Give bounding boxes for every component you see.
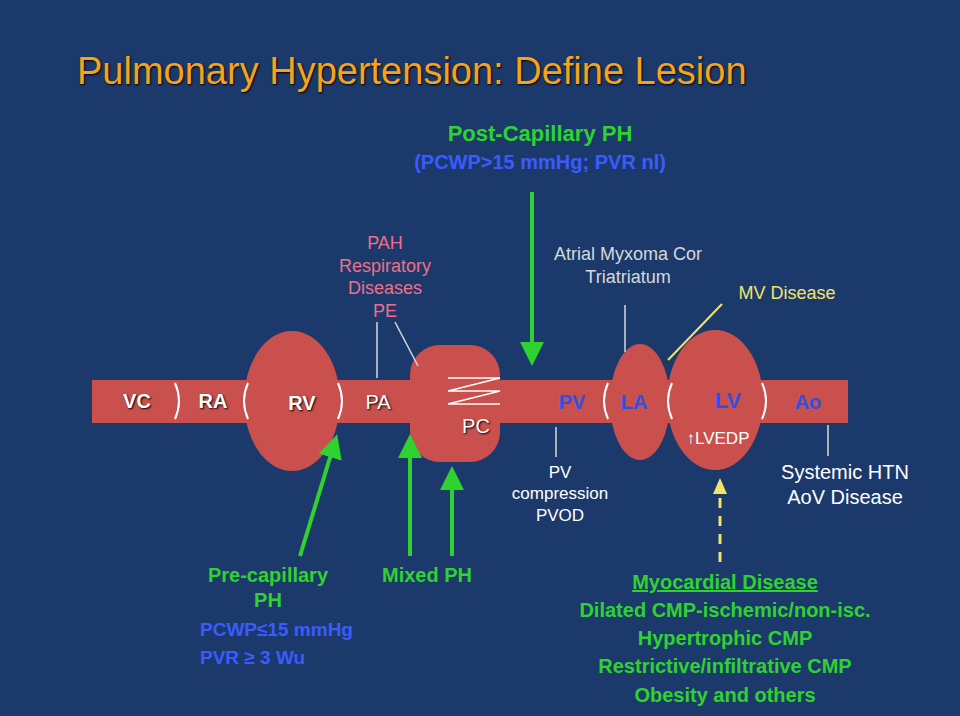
valve	[338, 383, 342, 419]
left-ventricle	[667, 330, 763, 470]
label-text: Restrictive/infiltrative CMP	[598, 654, 851, 679]
label-text: Atrial Myxoma Cor Triatriatum	[553, 243, 703, 288]
label-text: Mixed PH	[382, 563, 472, 588]
valve	[175, 383, 179, 419]
arrow	[450, 470, 454, 556]
arrowhead	[713, 478, 727, 494]
right-ventricle	[244, 331, 340, 471]
slide-title: Pulmonary Hypertension: Define Lesion	[77, 48, 747, 96]
valves	[175, 383, 766, 419]
label-text: RA	[199, 389, 228, 414]
label-text: ↑LVEDP	[687, 428, 750, 449]
label-text: Myocardial Disease	[632, 570, 818, 595]
label-text: Systemic HTN AoV Disease	[770, 460, 920, 510]
leader-line	[395, 322, 418, 366]
arrow	[408, 438, 412, 556]
circulation-band	[92, 330, 848, 471]
leader-line	[624, 305, 626, 352]
label-text: MV Disease	[738, 282, 835, 305]
label-text: Ao	[795, 390, 822, 415]
label-text: PCWP≤15 mmHg	[200, 618, 353, 642]
leader-line	[376, 322, 378, 378]
label-text: PAH Respiratory Diseases PE	[339, 232, 431, 322]
leader-line	[668, 304, 722, 360]
label-text: (PCWP>15 mmHg; PVR nl)	[414, 150, 666, 175]
label-text: Dilated CMP-ischemic/non-isc.	[579, 598, 870, 623]
label-text: Hypertrophic CMP	[638, 626, 812, 651]
label-text: Post-Capillary PH	[448, 120, 633, 148]
leader-line	[827, 425, 829, 456]
leader-line	[555, 427, 557, 457]
valve	[762, 383, 766, 419]
capillary-zigzag	[448, 378, 500, 404]
valve	[244, 383, 248, 419]
label-text: PV	[559, 390, 586, 415]
arrow	[530, 192, 534, 362]
valve	[604, 383, 608, 419]
valve	[668, 383, 672, 419]
label-text: Pre-capillary PH	[198, 563, 338, 613]
label-text: PC	[462, 414, 490, 439]
label-text: VC	[123, 389, 151, 414]
label-text: LA	[621, 390, 648, 415]
leader-lines	[377, 305, 828, 457]
left-atrium	[610, 344, 670, 460]
dashed-arrow	[719, 492, 722, 562]
label-text: RV	[288, 391, 315, 416]
label-text: PV compression PVOD	[512, 462, 608, 526]
label-text: Obesity and others	[634, 683, 815, 708]
green-arrows	[300, 192, 532, 556]
label-text: LV	[715, 387, 741, 415]
label-text: PVR ≥ 3 Wu	[200, 646, 305, 670]
label-text: PA	[365, 390, 390, 415]
pulmonary-capillary	[410, 345, 500, 462]
arrow	[300, 438, 336, 556]
